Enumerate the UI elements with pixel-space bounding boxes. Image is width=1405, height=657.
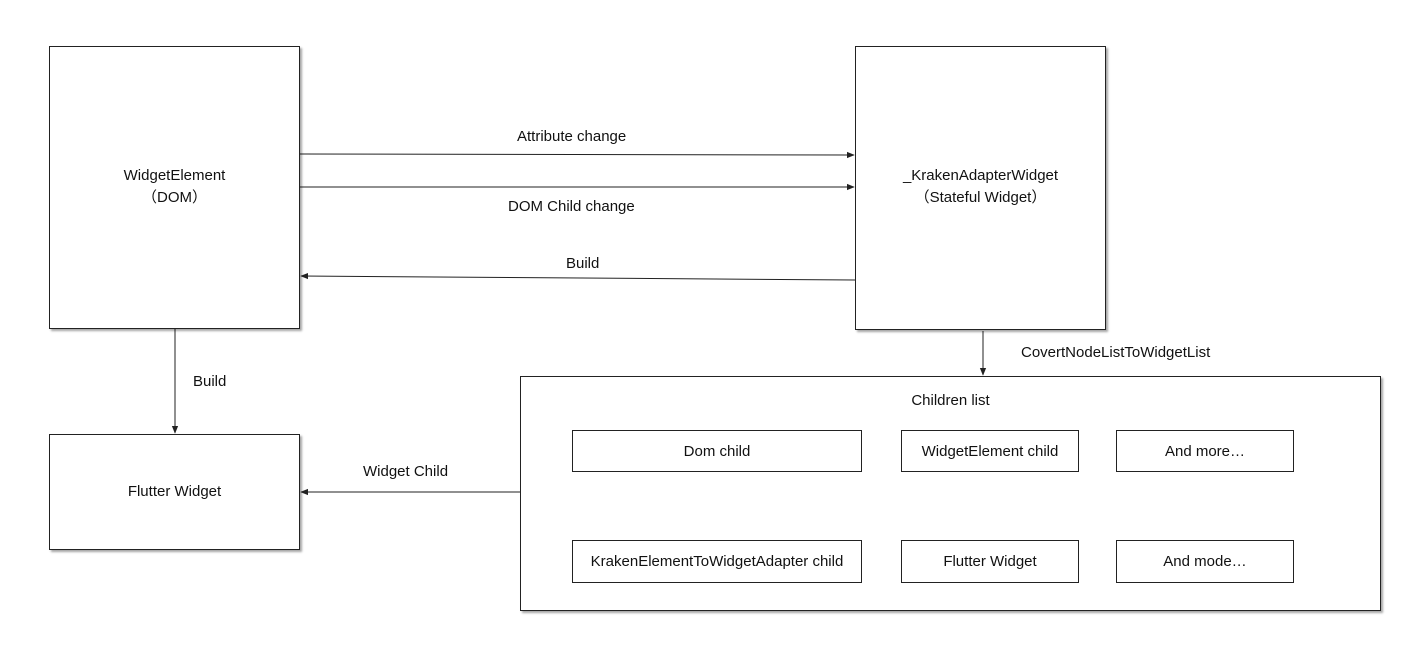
and-mode-node: And mode…: [1116, 540, 1294, 583]
flutter-widget-node: Flutter Widget: [49, 434, 300, 550]
adapter-widget-node: _KrakenAdapterWidget （Stateful Widget）: [855, 46, 1106, 330]
widget-child-label: Widget Child: [363, 463, 449, 480]
flutter-widget-child-node: Flutter Widget: [901, 540, 1079, 583]
widget-element-node: WidgetElement （DOM）: [49, 46, 300, 329]
dom-child-node: Dom child: [572, 430, 862, 472]
build-back-label: Build: [566, 255, 600, 272]
widget-element-label: WidgetElement （DOM）: [123, 167, 226, 206]
kraken-adapter-child-node: KrakenElementToWidgetAdapter child: [572, 540, 862, 583]
dom-child-change-label: DOM Child change: [508, 198, 635, 215]
adapter-widget-label: _KrakenAdapterWidget （Stateful Widget）: [902, 167, 1059, 206]
and-more-node: And more…: [1116, 430, 1294, 472]
build-down-label: Build: [193, 373, 227, 390]
flutter-widget-label: Flutter Widget: [127, 483, 222, 500]
attribute-change-label: Attribute change: [517, 128, 627, 145]
covert-label: CovertNodeListToWidgetList: [1021, 344, 1211, 361]
widget-element-child-node: WidgetElement child: [901, 430, 1079, 472]
edge-build-back: [300, 272, 856, 281]
edge-attribute-change: [299, 151, 855, 159]
children-list-title: Children list: [911, 392, 990, 409]
